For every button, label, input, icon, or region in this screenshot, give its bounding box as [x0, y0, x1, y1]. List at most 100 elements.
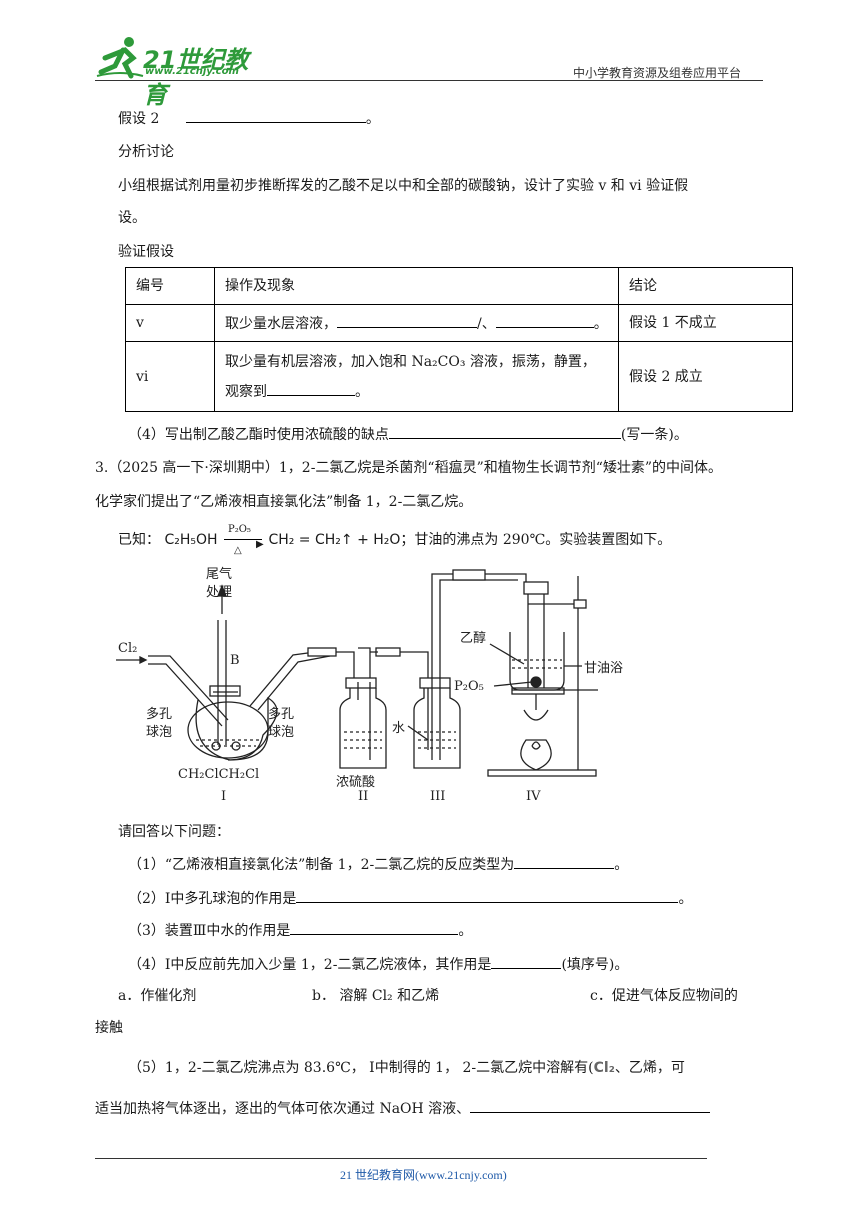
option-b[interactable]: b． 溶解 Cl₂ 和乙烯	[312, 988, 440, 1004]
problem-3-line-1: 3.（2025 高一下·深圳期中）1，2-二氯乙烷是杀菌剂“稻瘟灵”和植物生长调…	[95, 460, 723, 476]
label-II: II	[358, 789, 368, 804]
question-3-end: 。	[458, 923, 473, 939]
verification-table: 编号 操作及现象 结论 v 取少量水层溶液，/、。 假设 1 不成立 vi 取少…	[125, 267, 793, 412]
equation-heat: △	[233, 545, 242, 556]
header-conclusion: 结论	[618, 267, 793, 305]
bottle-III	[407, 670, 461, 769]
question-4: （4）写出制乙酸乙酯时使用浓硫酸的缺点(写一条)。	[128, 424, 688, 445]
row-v-conclusion: 假设 1 不成立	[618, 304, 793, 342]
option-c[interactable]: c．促进气体反应物间的	[590, 988, 738, 1004]
footer-rule	[95, 1158, 707, 1159]
question-5-line-2: 适当加热将气体逐出，逐出的气体可依次通过 NaOH 溶液、	[95, 1098, 711, 1119]
row-v-blank-1[interactable]	[337, 313, 477, 328]
row-v-id: v	[125, 304, 215, 342]
label-I: I	[221, 789, 226, 804]
question-5-cl2: Cl₂	[593, 1060, 615, 1076]
table-row: v 取少量水层溶液， /、 。 假设 1 不成立	[125, 304, 793, 342]
tail-gas-label-1: 尾气	[206, 566, 232, 582]
table-header-row: 编号 操作及现象 结论	[125, 267, 793, 305]
question-2: （2）Ⅰ中多孔球泡的作用是 。	[128, 888, 692, 909]
hypothesis2-blank[interactable]	[185, 108, 366, 123]
conc-acid-label: 浓硫酸	[336, 775, 375, 790]
question-1-text: （1）“乙烯液相直接氯化法”制备 1，2-二氯乙烷的反应类型为	[128, 857, 515, 873]
known-suffix: ；甘油的沸点为 290℃。实验装置图如下。	[400, 532, 672, 548]
equation-reactant: C₂H₅OH	[164, 532, 218, 548]
row-vi-operation: 取少量有机层溶液，加入饱和 Na₂CO₃ 溶液，振荡，静置， 观察到 。	[214, 341, 619, 412]
row-v-op-text: 取少量水层溶液，	[225, 315, 337, 332]
logo-title: 21世纪教育	[143, 46, 249, 109]
question-4b-end: (填序号)。	[561, 957, 629, 973]
question-4b-text: （4）Ⅰ中反应前先加入少量 1，2-二氯乙烷液体，其作用是	[128, 957, 492, 973]
answer-intro: 请回答以下问题：	[118, 824, 230, 840]
tail-gas-label-2: 处理	[206, 585, 232, 600]
porous-right-1: 多孔	[268, 706, 294, 722]
water-label: 水	[392, 721, 405, 736]
equation-arrow: P₂O₅ ▶ △	[222, 524, 264, 556]
row-vi-id: vi	[125, 341, 215, 412]
row-vi-op-end: 。	[355, 383, 369, 400]
question-3-blank[interactable]	[290, 920, 459, 935]
question-5-blank[interactable]	[470, 1098, 711, 1113]
porous-right-2: 球泡	[268, 725, 294, 740]
label-III: III	[430, 789, 445, 804]
question-1-end: 。	[614, 857, 629, 873]
row-v-blank-2[interactable]	[495, 313, 594, 328]
tail-gas-arrow-icon	[217, 584, 227, 597]
table-row: vi 取少量有机层溶液，加入饱和 Na₂CO₃ 溶液，振荡，静置， 观察到 。 假…	[125, 341, 793, 412]
row-vi-observe: 观察到	[225, 383, 267, 400]
b-label: B	[230, 653, 240, 668]
analysis-paragraph-2: 设。	[118, 210, 146, 226]
question-3: （3）装置Ⅲ中水的作用是 。	[128, 920, 472, 941]
footer-site[interactable]: 21 世纪教育网(www.21cnjy.com)	[340, 1168, 507, 1182]
p2o5-label: P₂O₅	[454, 679, 484, 694]
header-operation: 操作及现象	[214, 267, 619, 305]
glycerol-bath-label: 甘油浴	[584, 661, 623, 676]
header-id: 编号	[125, 267, 215, 305]
hypothesis2-line: 假设 2 。	[118, 108, 380, 129]
question-4b-blank[interactable]	[491, 954, 562, 969]
label-IV: IV	[526, 789, 541, 804]
question-4-blank[interactable]	[388, 424, 621, 439]
row-vi-blank[interactable]	[267, 381, 355, 396]
hypothesis2-label: 假设 2	[118, 111, 160, 127]
analysis-paragraph-1: 小组根据试剂用量初步推断挥发的乙酸不足以中和全部的碳酸钠，设计了实验 v 和 v…	[118, 178, 689, 194]
arrow-head-icon: ▶	[255, 539, 264, 550]
apparatus-IV	[487, 576, 598, 777]
analysis-heading: 分析讨论	[118, 144, 174, 160]
apparatus-diagram: Cl₂ 尾气 处理 B 多孔 球泡 多孔 球泡 CH₂ClCH₂Cl I	[116, 566, 623, 804]
cl2-label: Cl₂	[118, 641, 137, 656]
flask-I	[148, 584, 331, 761]
row-v-operation: 取少量水层溶液， /、 。	[214, 304, 619, 342]
ethanol-label: 乙醇	[460, 630, 486, 646]
question-1-blank[interactable]	[514, 854, 615, 869]
row-v-op-mid: /、	[477, 315, 496, 332]
hypothesis2-end: 。	[365, 111, 380, 127]
problem-3-line-2: 化学家们提出了“乙烯液相直接氯化法”制备 1，2-二氯乙烷。	[95, 494, 473, 510]
equation-catalyst: P₂O₅	[227, 524, 251, 535]
arrow-shaft	[223, 539, 262, 540]
logo: 21世纪教育 www.21cnjy.com	[95, 36, 265, 109]
row-vi-conclusion: 假设 2 成立	[618, 341, 793, 412]
question-3-text: （3）装置Ⅲ中水的作用是	[128, 923, 291, 939]
question-5-line-1: （5）1，2-二氯乙烷沸点为 83.6℃， Ⅰ中制得的 1， 2-二氯乙烷中溶解…	[128, 1058, 685, 1078]
platform-title: 中小学教育资源及组卷应用平台	[573, 66, 742, 80]
row-vi-op-text: 取少量有机层溶液，加入饱和 Na₂CO₃ 溶液，振荡，静置，	[225, 353, 596, 370]
porous-left-2: 球泡	[146, 725, 172, 740]
logo-url: www.21cnjy.com	[145, 66, 239, 77]
option-c-continued: 接触	[95, 1020, 123, 1036]
question-2-blank[interactable]	[296, 888, 679, 903]
option-a[interactable]: a．作催化剂	[118, 988, 197, 1004]
row-vi-op-line2: 观察到 。	[225, 377, 608, 407]
question-1: （1）“乙烯液相直接氯化法”制备 1，2-二氯乙烷的反应类型为 。	[128, 854, 628, 875]
known-line: 已知： C₂H₅OH P₂O₅ ▶ △ CH₂ = CH₂↑ + H₂O；甘油的…	[118, 524, 672, 556]
rubber-tube	[307, 647, 337, 657]
question-2-end: 。	[678, 891, 693, 907]
question-4-end: (写一条)。	[620, 427, 688, 443]
known-prefix: 已知：	[118, 532, 160, 548]
row-v-op-end: 。	[593, 315, 608, 332]
porous-left-1: 多孔	[146, 706, 172, 722]
bottle-II	[339, 677, 387, 769]
verify-heading: 验证假设	[118, 244, 174, 260]
equation-products: CH₂ = CH₂↑ + H₂O	[268, 532, 401, 548]
question-2-text: （2）Ⅰ中多孔球泡的作用是	[128, 891, 297, 907]
